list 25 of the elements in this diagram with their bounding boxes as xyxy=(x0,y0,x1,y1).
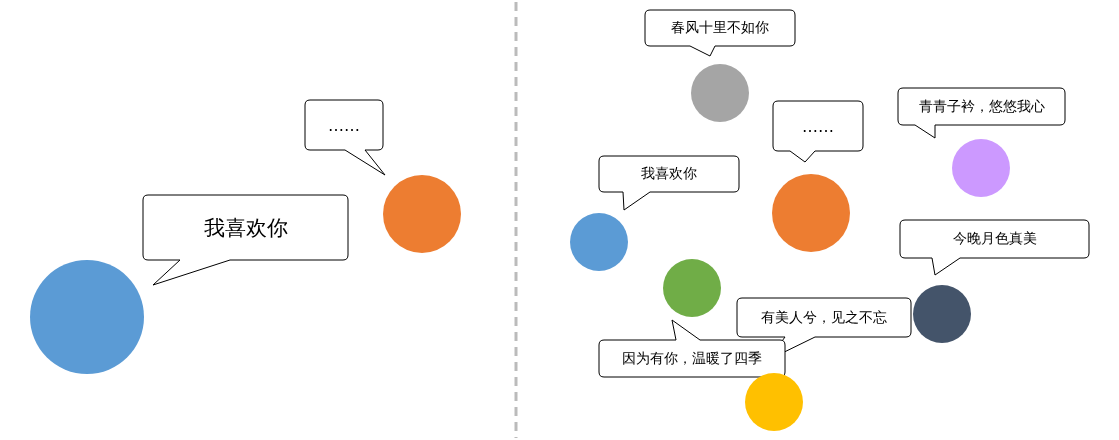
speech-bubble xyxy=(773,101,863,162)
bubble-text: 春风十里不如你 xyxy=(670,18,770,37)
bubble-text: 有美人兮，见之不忘 xyxy=(760,307,888,327)
bubble-text: 我喜欢你 xyxy=(202,214,289,242)
circle-marker xyxy=(570,213,628,271)
circle-marker xyxy=(30,260,144,374)
speech-bubble xyxy=(143,195,348,285)
circle-marker xyxy=(913,285,971,343)
circle-marker xyxy=(663,259,721,317)
circle-marker xyxy=(772,174,850,252)
speech-bubble xyxy=(645,10,795,56)
speech-bubble xyxy=(900,220,1089,275)
speech-bubble xyxy=(599,156,739,210)
bubble-text: 青青子衿，悠悠我心 xyxy=(917,96,1046,116)
circle-marker xyxy=(691,64,749,122)
bubble-text: 我喜欢你 xyxy=(640,164,698,183)
speech-bubble xyxy=(898,88,1065,138)
bubble-text: …… xyxy=(327,114,361,137)
circle-marker xyxy=(383,175,461,253)
bubble-text: 因为有你，温暖了四季 xyxy=(621,348,763,368)
circle-marker xyxy=(952,139,1010,197)
bubble-text: 今晚月色真美 xyxy=(951,229,1038,248)
bubble-text: …… xyxy=(801,115,835,138)
circle-marker xyxy=(745,373,803,431)
speech-bubble xyxy=(305,100,385,175)
